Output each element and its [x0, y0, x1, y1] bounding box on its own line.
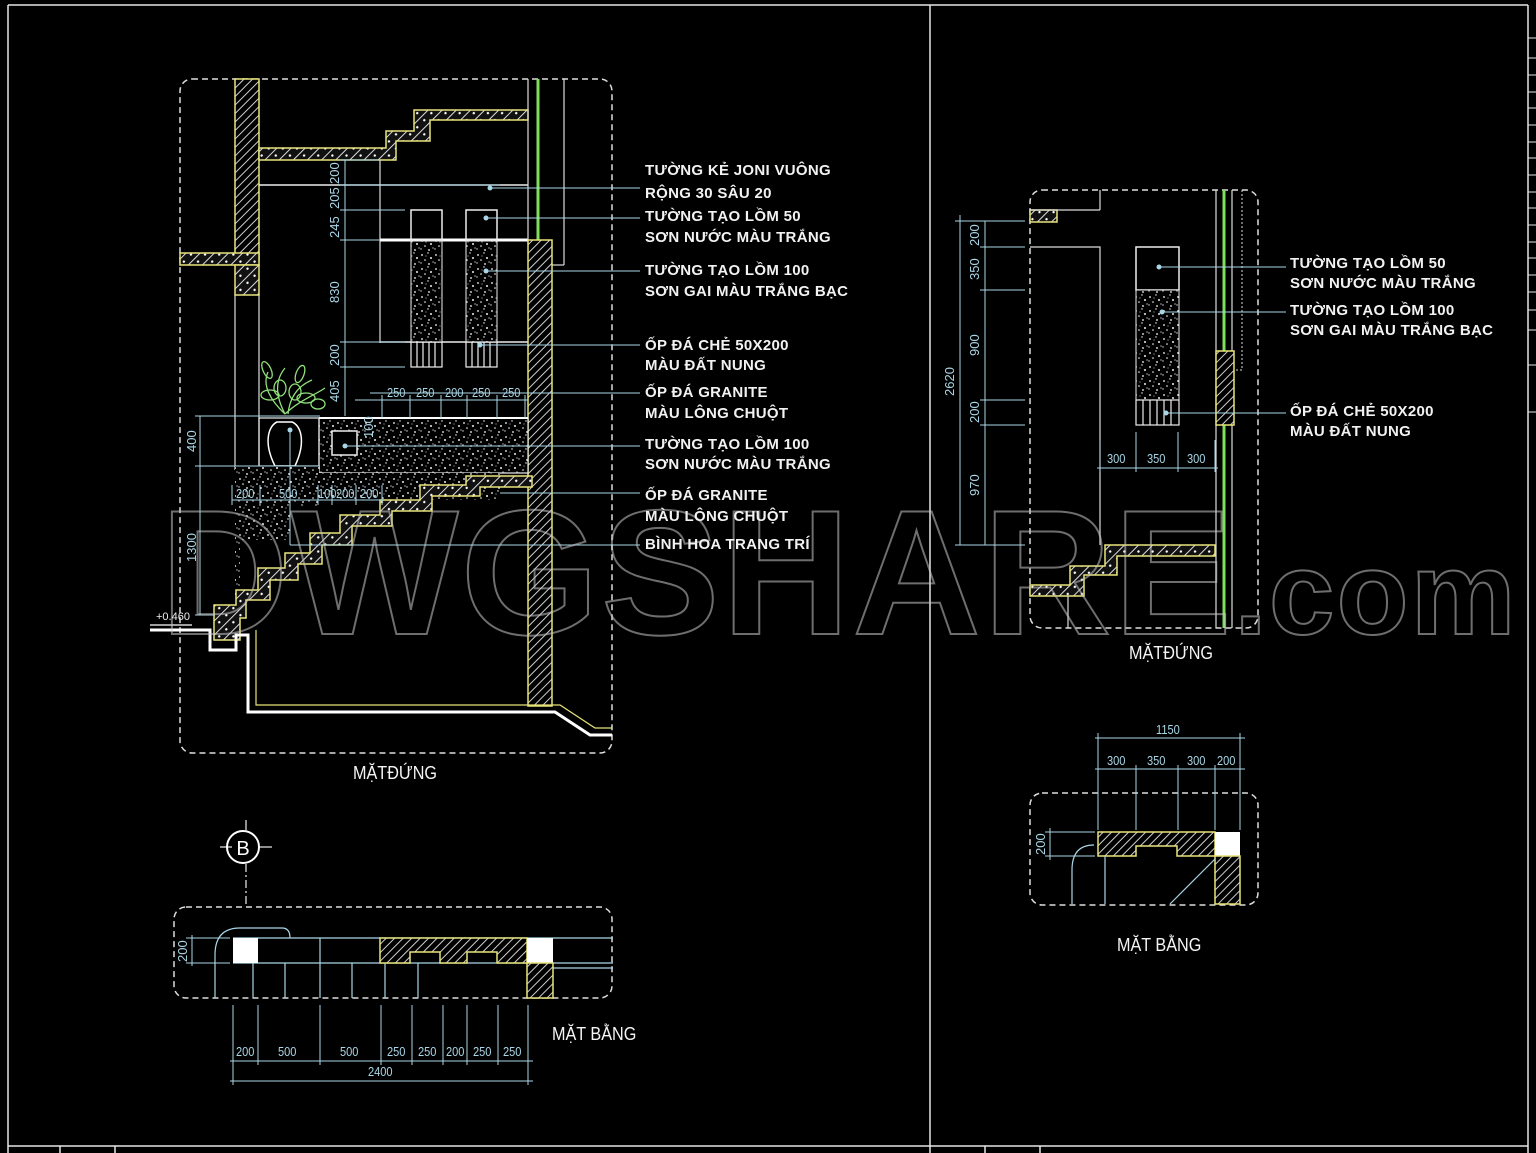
right-plan-title: MẶT BẰNG [1117, 935, 1202, 955]
dim-h-200-b: 200 [236, 486, 255, 501]
dim-v-405: 405 [327, 380, 342, 402]
watermark: DWGSHARE.com [159, 473, 1518, 672]
r-dim-v-200-a: 200 [967, 224, 982, 246]
r-plan-total: 1150 [1156, 722, 1180, 737]
sheet-frame [7, 4, 1529, 1153]
left-elevation [150, 78, 613, 754]
dim-h-250-c: 250 [472, 385, 491, 400]
dim-h-500: 500 [279, 486, 298, 501]
r-dim-h-300-b: 300 [1187, 451, 1206, 466]
left-elevation-title: MẶTĐỨNG [353, 763, 438, 783]
r-plan-dim-350: 350 [1147, 753, 1166, 768]
dim-v-100: 100 [361, 416, 376, 438]
r-dim-v-970: 970 [967, 474, 982, 496]
left-plan-title: MẶT BẰNG [552, 1024, 637, 1044]
right-elevation-title: MẶTĐỨNG [1129, 643, 1214, 663]
plan-dim-200-b: 200 [446, 1044, 465, 1059]
dim-v-1300: 1300 [184, 533, 199, 562]
dim-v-200-b: 200 [327, 344, 342, 366]
grid-marker-b: B [226, 830, 260, 864]
right-plan-dimensions [1045, 733, 1245, 860]
plan-dim-250-d: 250 [503, 1044, 522, 1059]
left-plan [173, 820, 613, 999]
dim-h-200-d: 200 [360, 486, 379, 501]
plant-icon [260, 361, 326, 415]
plan-side-dim: 200 [175, 940, 190, 962]
dim-v-400: 400 [184, 430, 199, 452]
dim-h-250-b: 250 [416, 385, 435, 400]
dim-h-250-d: 250 [502, 385, 521, 400]
level-mark: +0.460 [156, 611, 190, 623]
r-plan-dim-300-b: 300 [1187, 753, 1206, 768]
r-dim-h-350: 350 [1147, 451, 1166, 466]
right-elevation-dimensions [955, 215, 1286, 546]
dim-v-200-a: 200 [327, 162, 342, 184]
plan-dim-200: 200 [236, 1044, 255, 1059]
r-dim-v-200-b: 200 [967, 401, 982, 423]
dim-h-200: 200 [445, 385, 464, 400]
dim-h-250-a: 250 [387, 385, 406, 400]
r-dim-h-300-a: 300 [1107, 451, 1126, 466]
right-plan [1029, 792, 1259, 906]
dim-v-830: 830 [327, 281, 342, 303]
left-plan-dimensions [186, 935, 533, 1085]
plan-dim-250-a: 250 [387, 1044, 406, 1059]
plan-dim-500-a: 500 [278, 1044, 297, 1059]
left-elevation-dimensions [195, 159, 640, 616]
r-dim-v-350: 350 [967, 258, 982, 280]
plan-dim-250-c: 250 [473, 1044, 492, 1059]
dim-v-245: 245 [327, 216, 342, 238]
r-dim-v-900: 900 [967, 334, 982, 356]
annotation-decorative-vase: BÌNH HOA TRANG TRÍ [645, 536, 810, 553]
r-plan-side-dim: 200 [1033, 833, 1048, 855]
dim-h-100: 100 [318, 486, 337, 501]
r-dim-v-total: 2620 [942, 367, 957, 396]
dim-h-200-c: 200 [336, 486, 355, 501]
dim-v-205: 205 [327, 187, 342, 209]
plan-dim-500-b: 500 [340, 1044, 359, 1059]
r-plan-dim-300-a: 300 [1107, 753, 1126, 768]
r-plan-dim-200: 200 [1217, 753, 1236, 768]
plan-dim-250-b: 250 [418, 1044, 437, 1059]
plan-dim-total: 2400 [368, 1064, 393, 1079]
